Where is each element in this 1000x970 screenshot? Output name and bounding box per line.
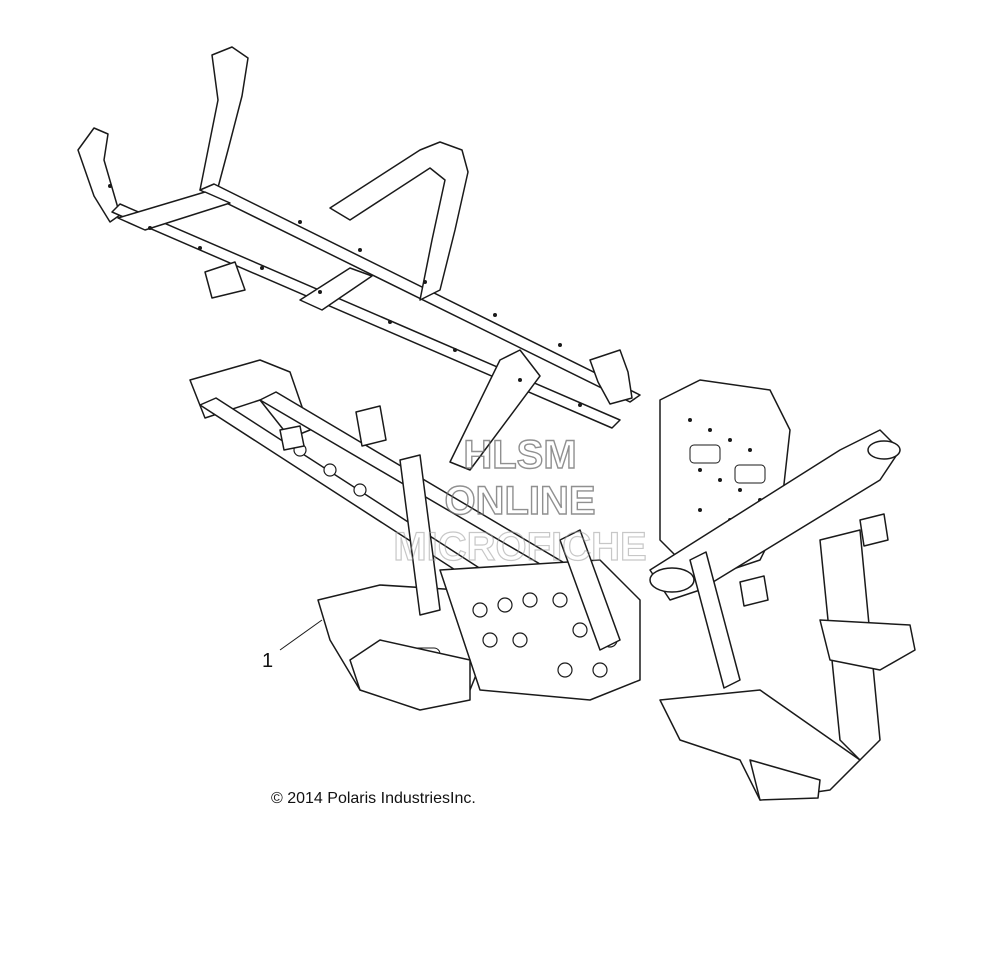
lower-chassis [189,359,916,801]
top-rail-left [111,203,621,429]
tab-4 [355,405,387,447]
callout-leader [279,619,323,651]
front-boss [867,440,901,460]
middle-crossbar [299,267,373,311]
diagonal-tube [449,349,541,471]
rear-crossbar [117,191,231,231]
copyright-text: © 2014 Polaris IndustriesInc. [271,790,476,807]
rail-holes [108,184,582,407]
mid-gusset [204,261,246,299]
top-rail-back [199,183,641,403]
rear-center-hoop [199,46,249,196]
center-diagonal-left [559,529,621,651]
tab-2 [859,513,889,547]
upper-cage [77,46,641,471]
pivot-boss [649,567,695,593]
center-diagonal-right [689,551,741,689]
watermark: HLSM ONLINE MICROFICHE [393,432,648,569]
left-upright [399,454,441,616]
tab-1 [739,575,769,607]
rear-left-hoop [77,127,121,223]
callout-1: 1 [262,619,323,672]
watermark-line-1: HLSM [463,433,576,477]
tab-3 [279,425,305,451]
watermark-line-3: MICROFICHE [393,525,646,569]
callout-label: 1 [262,650,273,672]
front-hitch [749,759,821,801]
bracket-top [589,349,633,405]
front-bracket [819,619,916,671]
top-right-hoop [329,141,469,301]
front-cross-tube [649,429,901,601]
watermark-line-2: ONLINE [444,479,595,523]
left-foot-bracket [349,639,471,711]
